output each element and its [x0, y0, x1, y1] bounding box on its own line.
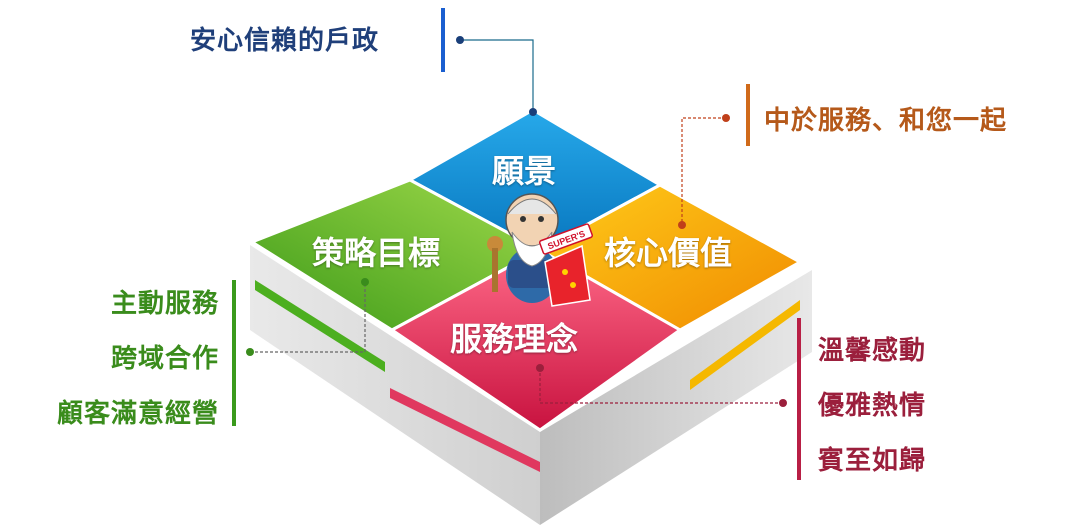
old-man-mascot-icon: SUPER'S	[487, 193, 594, 307]
strategy-item: 主動服務	[110, 289, 219, 319]
rim-yellow	[690, 300, 800, 390]
core-dot-top	[722, 114, 730, 122]
vision-dot-right	[529, 108, 537, 116]
vision-accent-bar	[441, 8, 445, 72]
core-dot-bottom	[678, 221, 686, 229]
quadrant-service	[389, 248, 683, 432]
core-accent-bar	[746, 84, 750, 146]
strategy-item: 顧客滿意經營	[56, 399, 219, 429]
service-item: 優雅熱情	[818, 391, 927, 421]
quadrant-vision-label: 願景	[492, 152, 557, 190]
service-dot-right	[779, 399, 787, 407]
strategy-accent-bar	[232, 280, 236, 426]
core-callout: 中於服務、和您一起	[764, 106, 1008, 136]
vision-callout: 安心信賴的戶政	[190, 26, 380, 56]
vision-connector	[460, 39, 534, 112]
strategy-dot-left	[246, 348, 254, 356]
strategy-connector	[250, 282, 366, 353]
slab-left-side	[250, 245, 540, 525]
quadrant-core-label: 核心價值	[604, 234, 733, 272]
strategy-dot-right	[361, 278, 369, 286]
service-accent-bar	[797, 318, 801, 480]
slab-right-side	[540, 270, 812, 525]
service-dot-left	[536, 364, 544, 372]
service-connector	[539, 368, 783, 404]
core-connector	[681, 117, 726, 225]
quadrant-service-label: 服務理念	[450, 320, 579, 358]
rim-pink	[390, 388, 540, 472]
strategy-item: 跨域合作	[110, 344, 219, 374]
service-item: 溫馨感動	[818, 336, 927, 366]
rim-green	[255, 280, 385, 372]
service-item: 賓至如歸	[818, 446, 927, 476]
vision-dot-left	[456, 36, 464, 44]
quadrant-strategy-label: 策略目標	[312, 234, 441, 272]
